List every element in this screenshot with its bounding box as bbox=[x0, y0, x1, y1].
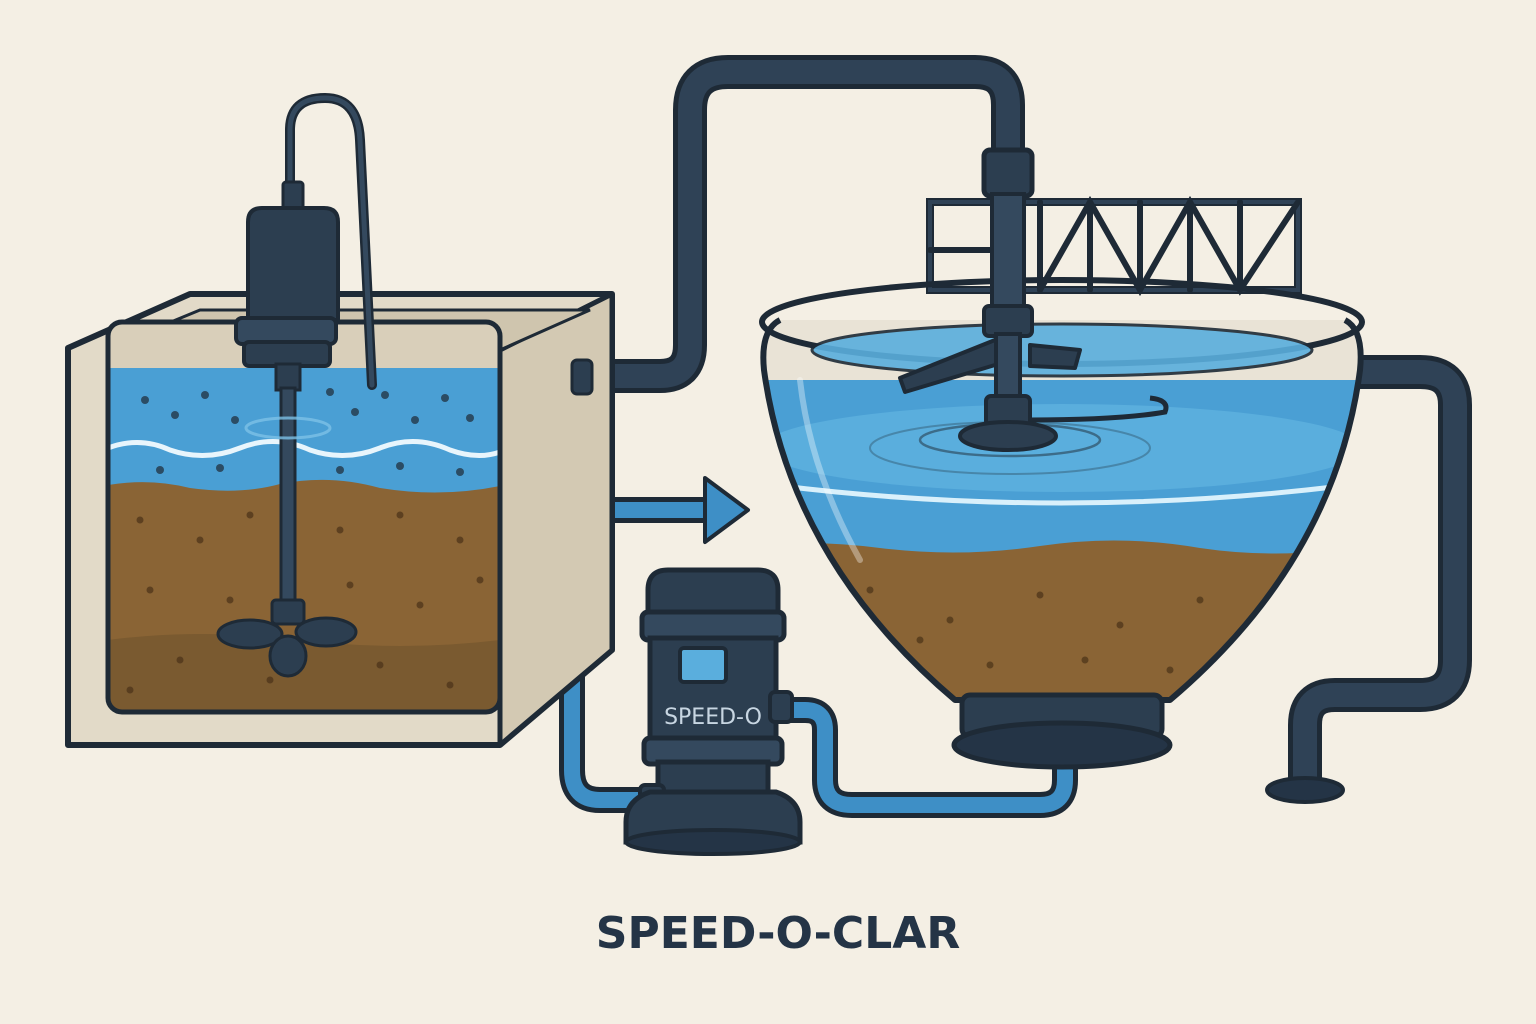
mixing-tank bbox=[65, 291, 615, 748]
mixer-icon bbox=[216, 92, 377, 678]
outlet-nozzle bbox=[1265, 776, 1345, 804]
pump-label: SPEED-O bbox=[664, 705, 762, 730]
truss-bridge bbox=[926, 195, 1302, 297]
clarifier-drive bbox=[869, 147, 1169, 475]
tank-outlet-nozzle bbox=[570, 358, 594, 396]
diagram-title: SPEED-O-CLAR bbox=[596, 908, 960, 959]
pump-icon: SPEED-O bbox=[623, 567, 803, 856]
arrow-right-icon bbox=[703, 476, 750, 544]
